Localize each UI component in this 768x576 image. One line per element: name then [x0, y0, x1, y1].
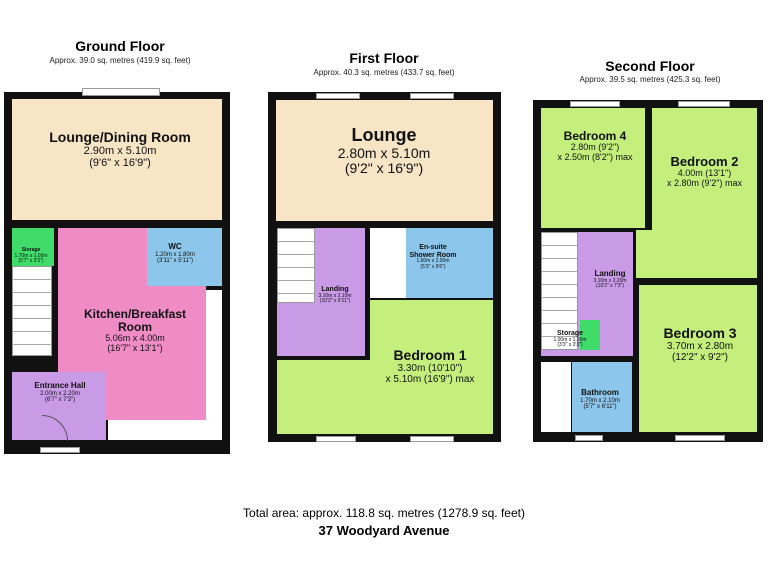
- stairs: [277, 228, 315, 303]
- room-bedroom-1: [370, 300, 493, 434]
- address: 37 Woodyard Avenue: [318, 523, 450, 538]
- room-lounge-dining: [12, 99, 222, 220]
- room-bedroom-4: [541, 108, 645, 228]
- window: [570, 101, 620, 107]
- window: [575, 435, 603, 441]
- window: [675, 435, 725, 441]
- room-bedroom-2-recess: [636, 230, 652, 278]
- room-bedroom-3: [639, 285, 757, 432]
- bath-tub: [541, 362, 571, 432]
- total-area: Total area: approx. 118.8 sq. metres (12…: [243, 506, 525, 520]
- kitchen-sink-counter: [108, 420, 222, 440]
- ground-floor-title: Ground Floor: [75, 38, 165, 54]
- ground-floor-area: Approx. 39.0 sq. metres (419.9 sq. feet): [49, 56, 191, 65]
- room-wc: [147, 228, 222, 286]
- kitchen-counter: [206, 290, 222, 420]
- room-storage-second: [580, 320, 600, 350]
- window: [410, 436, 454, 442]
- first-floor-area: Approx. 40.3 sq. metres (433.7 sq. feet): [313, 68, 455, 77]
- window: [410, 93, 454, 99]
- first-floor-title: First Floor: [349, 50, 419, 66]
- stairs: [541, 232, 578, 350]
- window: [678, 101, 730, 107]
- window: [316, 93, 360, 99]
- patio-door: [82, 88, 160, 96]
- window: [316, 436, 356, 442]
- front-door: [40, 447, 80, 453]
- room-lounge: [276, 100, 493, 221]
- second-floor-title: Second Floor: [605, 58, 695, 74]
- room-bedroom-1-annex: [277, 360, 372, 434]
- stairs: [12, 266, 52, 356]
- room-bedroom-2: [652, 108, 757, 278]
- room-storage-ground: [12, 228, 54, 266]
- shower-tray: [370, 228, 406, 298]
- room-ensuite: [406, 228, 493, 298]
- room-bathroom: [572, 362, 632, 432]
- second-floor-area: Approx. 39.5 sq. metres (425.3 sq. feet): [579, 75, 721, 84]
